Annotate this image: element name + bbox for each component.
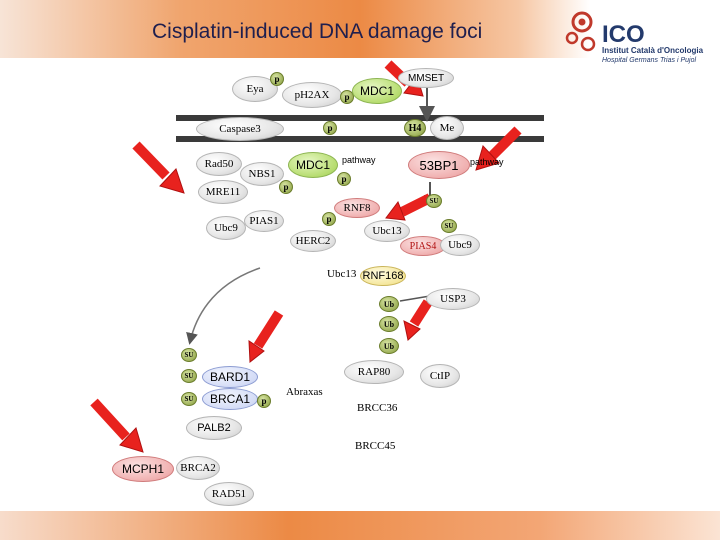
node-mdc1-mid: MDC1 bbox=[288, 152, 338, 178]
label-abraxas: Abraxas bbox=[286, 386, 323, 398]
node-caspase3: Caspase3 bbox=[196, 117, 284, 141]
red-arrow-left bbox=[132, 141, 185, 194]
node-rap80: RAP80 bbox=[344, 360, 404, 384]
logo-name: ICO bbox=[602, 21, 645, 48]
phospho-mark: p bbox=[323, 121, 337, 135]
red-arrow-rnf8 bbox=[385, 193, 433, 221]
phospho-mark: p bbox=[279, 180, 293, 194]
node-me: Me bbox=[430, 116, 464, 140]
chromatin-band-lower bbox=[176, 136, 544, 142]
logo-subtitle: Institut Català d'Oncologia bbox=[602, 46, 704, 55]
logo-hospital: Hospital Germans Trias i Pujol bbox=[602, 57, 697, 64]
node-brca1: BRCA1 bbox=[202, 388, 258, 410]
node-53bp1: 53BP1 bbox=[408, 151, 470, 179]
sumo-mark: SU bbox=[181, 369, 197, 383]
node-mcph1: MCPH1 bbox=[112, 456, 174, 482]
chromatin-band-upper bbox=[176, 115, 544, 121]
ubiquitin-mark: Ub bbox=[379, 316, 399, 332]
node-ubc13-a: Ubc13 bbox=[364, 220, 410, 242]
label-pathway-right: pathway bbox=[470, 157, 504, 167]
red-arrow-53bp1 bbox=[475, 126, 522, 171]
node-usp3: USP3 bbox=[426, 288, 480, 310]
node-bard1: BARD1 bbox=[202, 366, 258, 388]
node-h4: H4 bbox=[404, 119, 426, 137]
node-herc2: HERC2 bbox=[290, 230, 336, 252]
label-brcc45: BRCC45 bbox=[355, 440, 396, 452]
red-arrow-ubiquitin bbox=[403, 299, 433, 341]
sumo-mark: SU bbox=[181, 392, 197, 406]
node-mdc1-top: MDC1 bbox=[352, 78, 402, 104]
red-arrow-brca1 bbox=[248, 310, 284, 363]
node-brca2: BRCA2 bbox=[176, 456, 220, 480]
red-arrow-mcph1 bbox=[90, 398, 144, 453]
ubiquitin-mark: Ub bbox=[379, 296, 399, 312]
label-pathway-left: pathway bbox=[342, 155, 376, 165]
node-ctip: CtIP bbox=[420, 364, 460, 388]
phospho-mark: p bbox=[322, 212, 336, 226]
node-rad50: Rad50 bbox=[196, 152, 242, 176]
ubiquitin-mark: Ub bbox=[379, 338, 399, 354]
phospho-mark: p bbox=[257, 394, 271, 408]
label-brcc36: BRCC36 bbox=[357, 402, 398, 414]
phospho-mark: p bbox=[337, 172, 351, 186]
usp3-inhibit bbox=[399, 295, 431, 302]
curved-arrow bbox=[186, 267, 261, 345]
node-nbs1: NBS1 bbox=[240, 162, 284, 186]
node-ubc9-right: Ubc9 bbox=[440, 234, 480, 256]
phospho-mark: p bbox=[270, 72, 284, 86]
page-title: Cisplatin-induced DNA damage foci bbox=[152, 20, 483, 43]
node-mre11: MRE11 bbox=[198, 180, 248, 204]
sumo-mark: SU bbox=[426, 194, 442, 208]
node-ubc9-left: Ubc9 bbox=[206, 216, 246, 240]
sumo-mark: SU bbox=[441, 219, 457, 233]
node-rad51: RAD51 bbox=[204, 482, 254, 506]
sumo-mark: SU bbox=[181, 348, 197, 362]
node-rnf168: RNF168 bbox=[360, 266, 406, 286]
node-rnf8: RNF8 bbox=[334, 198, 380, 218]
header-banner bbox=[0, 0, 720, 58]
footer-banner bbox=[0, 511, 720, 540]
node-mmset: MMSET bbox=[398, 68, 454, 88]
phospho-mark: p bbox=[340, 90, 354, 104]
node-pias1: PIAS1 bbox=[244, 210, 284, 232]
node-ph2ax: pH2AX bbox=[282, 82, 342, 108]
node-palb2: PALB2 bbox=[186, 416, 242, 440]
label-ubc13-b: Ubc13 bbox=[327, 268, 357, 280]
